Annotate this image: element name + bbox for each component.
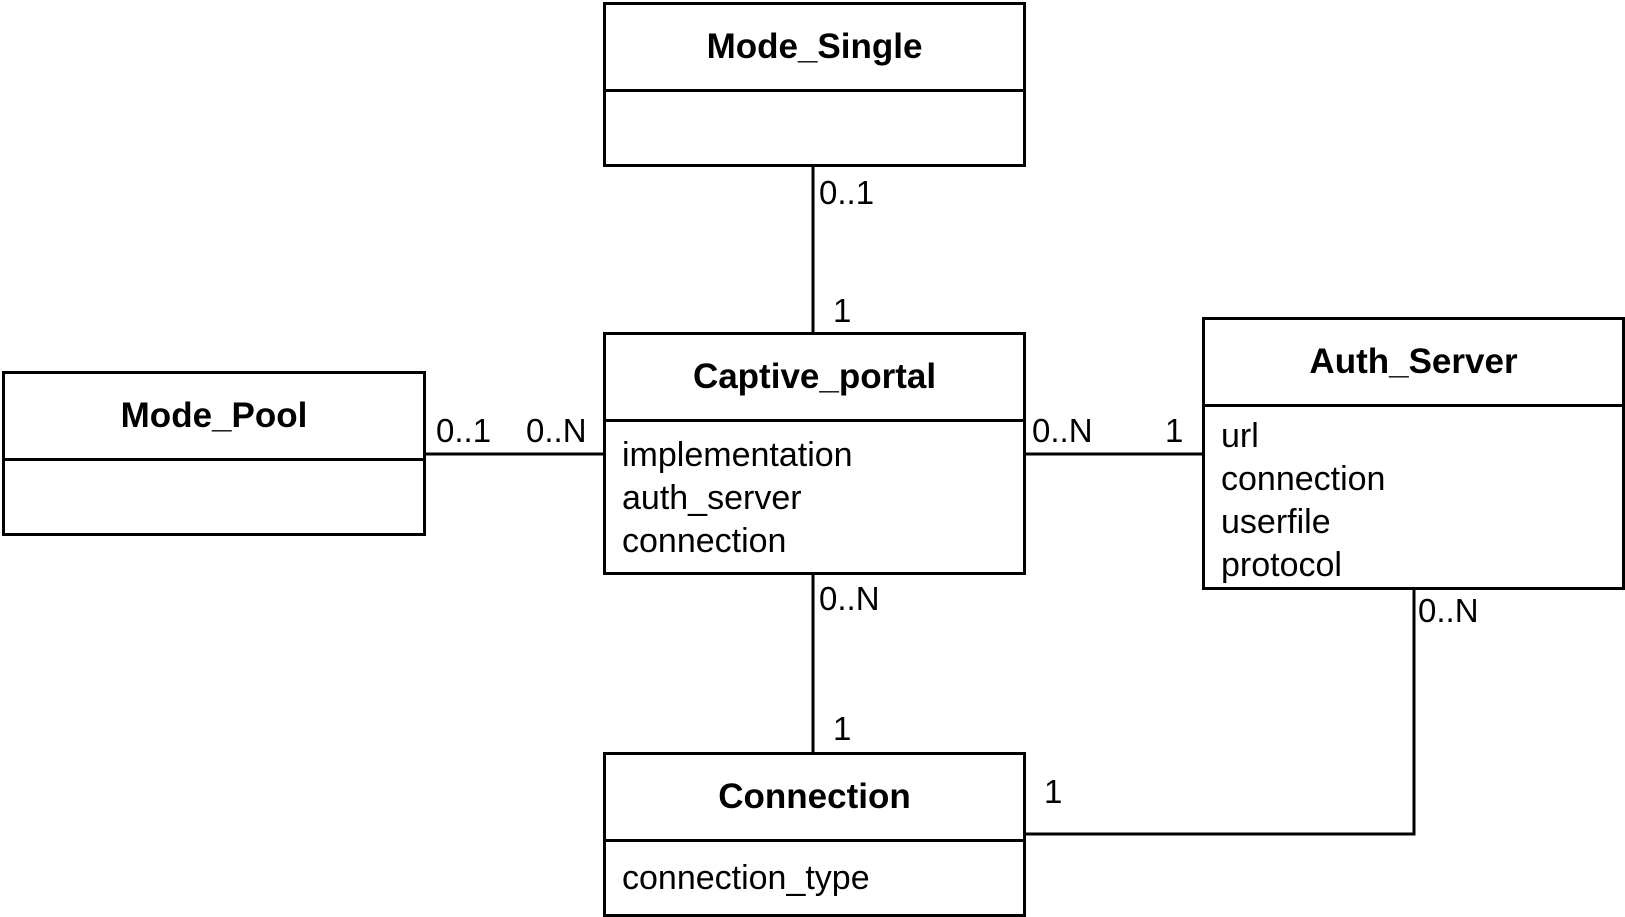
class-attributes — [5, 461, 423, 473]
multiplicity-portal-single-end: 1 — [833, 292, 852, 329]
class-attributes: implementation auth_server connection — [606, 422, 1023, 563]
class-auth-server[interactable]: Auth_Server url connection userfile prot… — [1202, 317, 1625, 590]
attribute: connection — [622, 522, 787, 560]
multiplicity-mode-pool-end: 0..1 — [436, 412, 492, 449]
multiplicity-portal-connection-end: 0..N — [819, 580, 880, 617]
multiplicity-connection-auth-end: 1 — [1044, 773, 1063, 810]
multiplicity-portal-pool-end: 0..N — [526, 412, 587, 449]
attribute: connection — [1221, 460, 1386, 498]
multiplicity-auth-server-end: 1 — [1165, 412, 1184, 449]
multiplicity-mode-single-end: 0..1 — [819, 174, 875, 211]
attribute: implementation — [622, 436, 853, 474]
attribute: auth_server — [622, 479, 802, 517]
class-name: Mode_Pool — [5, 374, 423, 461]
class-attributes: url connection userfile protocol — [1205, 407, 1622, 587]
class-name: Connection — [606, 755, 1023, 842]
class-name: Captive_portal — [606, 335, 1023, 422]
class-attributes — [606, 92, 1023, 104]
class-name: Auth_Server — [1205, 320, 1622, 407]
class-name: Mode_Single — [606, 5, 1023, 92]
class-attributes: connection_type — [606, 842, 1023, 900]
class-mode-pool[interactable]: Mode_Pool — [2, 371, 426, 536]
class-connection[interactable]: Connection connection_type — [603, 752, 1026, 917]
attribute: protocol — [1221, 546, 1342, 584]
association-line-auth-connection — [1024, 589, 1416, 836]
attribute: connection_type — [622, 859, 870, 897]
attribute: url — [1221, 417, 1259, 455]
multiplicity-connection-portal-end: 1 — [833, 710, 852, 747]
multiplicity-portal-auth-end: 0..N — [1032, 412, 1093, 449]
multiplicity-auth-connection-end: 0..N — [1418, 592, 1479, 629]
class-mode-single[interactable]: Mode_Single — [603, 2, 1026, 167]
attribute: userfile — [1221, 503, 1331, 541]
class-captive-portal[interactable]: Captive_portal implementation auth_serve… — [603, 332, 1026, 575]
